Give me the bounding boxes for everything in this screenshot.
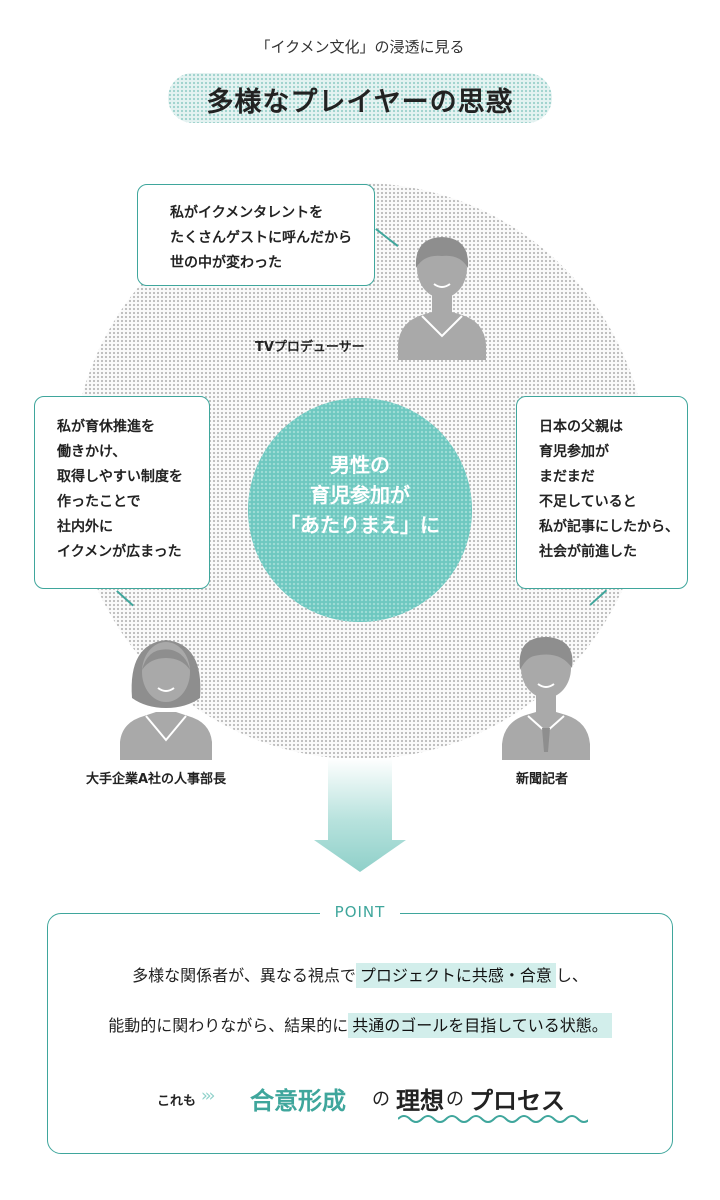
center-text: 男性の 育児参加が 「あたりまえ」に [248, 450, 472, 540]
point-text: 能動的に関わりながら、結果的に [108, 1016, 349, 1035]
quote-line: たくさんゲストに呼んだから [170, 230, 352, 246]
quote-line: 社内外に [57, 519, 113, 535]
quote-line: 育児参加が [539, 444, 609, 460]
person-icon [502, 636, 590, 760]
quote-line: 不足していると [539, 494, 637, 510]
speech-bubble-reporter: 日本の父親は 育児参加が まだまだ 不足していると 私が記事にしたから、 社会が… [516, 396, 688, 589]
point-line-2: 能動的に関わりながら、結果的に共通のゴールを目指している状態。 [0, 1012, 720, 1038]
speech-bubble-hr-manager: 私が育休推進を 働きかけ、 取得しやすい制度を 作ったことで 社内外に イクメン… [34, 396, 210, 589]
conclusion-end: プロセス [469, 1087, 565, 1115]
quote-line: 社会が前進した [539, 544, 637, 560]
role-label-tv-producer: TVプロデューサー [255, 340, 365, 355]
conclusion-lead: これも [157, 1094, 197, 1109]
point-label: POINT [320, 903, 400, 921]
person-icon [398, 237, 486, 360]
quote-line: 作ったことで [57, 494, 141, 510]
conclusion-word: 理想 [396, 1087, 444, 1115]
chevron-right-icon: ››› [201, 1086, 216, 1106]
quote-line: 取得しやすい制度を [57, 469, 183, 485]
conclusion-highlight: 合意形成 [250, 1087, 346, 1115]
role-label-reporter: 新聞記者 [516, 772, 569, 787]
quote-line: 私が育休推進を [57, 419, 155, 435]
center-circle [248, 398, 472, 622]
role-label-hr-manager: 大手企業A社の人事部長 [86, 772, 227, 787]
title-band [168, 73, 552, 123]
center-line: 男性の [330, 453, 390, 477]
quote-line: 私がイクメンタレントを [170, 205, 324, 221]
point-highlight: 共通のゴールを目指している状態。 [348, 1013, 612, 1038]
center-line: 「あたりまえ」に [280, 513, 440, 537]
down-arrow-icon [314, 758, 406, 872]
conclusion-particle: の [446, 1089, 464, 1110]
wavy-underline [398, 1115, 588, 1123]
diagram-subtitle: 「イクメン文化」の浸透に見る [255, 38, 465, 56]
quote-line: 私が記事にしたから、 [539, 519, 679, 535]
person-icon [120, 640, 212, 760]
quote-line: まだまだ [539, 469, 595, 485]
quote-line: イクメンが広まった [57, 544, 182, 560]
center-line: 育児参加が [310, 483, 410, 507]
quote-line: 日本の父親は [539, 419, 623, 435]
point-highlight: プロジェクトに共感・合意 [355, 963, 556, 988]
conclusion-particle: の [372, 1089, 390, 1110]
speech-bubble-tv-producer: 私がイクメンタレントを たくさんゲストに呼んだから 世の中が変わった [137, 184, 375, 286]
point-line-1: 多様な関係者が、異なる視点でプロジェクトに共感・合意し、 [0, 962, 720, 988]
point-text: 多様な関係者が、異なる視点で [132, 966, 356, 985]
diagram-title: 多様なプレイヤーの思惑 [206, 87, 514, 118]
point-text: し、 [555, 966, 588, 985]
quote-line: 世の中が変わった [170, 255, 282, 271]
quote-line: 働きかけ、 [57, 444, 127, 460]
